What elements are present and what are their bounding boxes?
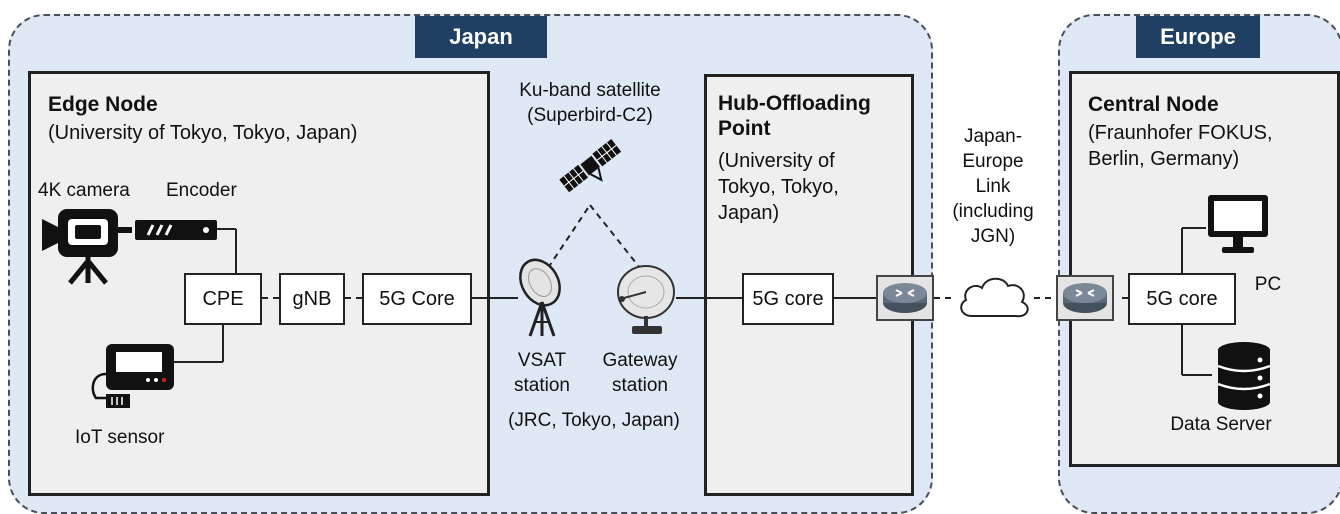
central-node-location: (Fraunhofer FOKUS, Berlin, Germany) xyxy=(1088,122,1273,170)
edge-5g-core-box: 5G Core xyxy=(362,273,472,325)
gateway-station-label: Gateway station xyxy=(602,350,678,396)
hub-node-location: (University of Tokyo, Tokyo, Japan) xyxy=(718,150,839,224)
satellite-gateway-dashed-line xyxy=(589,204,641,269)
encoder-icon xyxy=(135,220,217,240)
vsat-dish-icon xyxy=(519,258,561,337)
gnb-box: gNB xyxy=(279,273,345,325)
edge-node-location: (University of Tokyo, Tokyo, Japan) xyxy=(48,122,358,144)
vsat-station-label: VSAT station xyxy=(514,350,570,396)
connection-lines xyxy=(172,204,1212,376)
cpe-box: CPE xyxy=(184,273,262,325)
hub-5g-core-box: 5G core xyxy=(742,273,834,325)
satellite-location-label: (JRC, Tokyo, Japan) xyxy=(508,410,680,431)
network-cloud-icon xyxy=(960,277,1029,318)
edge-node-title: Edge Node xyxy=(48,93,158,116)
encoder-label: Encoder xyxy=(166,180,237,201)
hub-node-title: Hub-Offloading Point xyxy=(718,92,871,140)
gateway-dish-icon xyxy=(617,265,675,334)
central-router-icon xyxy=(1056,275,1114,321)
vsat-satellite-dashed-line xyxy=(547,204,591,269)
database-icon xyxy=(1217,342,1271,410)
central-node-box xyxy=(1069,71,1340,467)
central-node-title: Central Node xyxy=(1088,93,1219,116)
iot-sensor-icon xyxy=(91,344,174,408)
hub-router-icon xyxy=(876,275,934,321)
europe-region-label: Europe xyxy=(1136,16,1260,58)
japan-europe-link-label: Japan- Europe Link (including JGN) xyxy=(952,126,1034,247)
iot-sensor-label: IoT sensor xyxy=(75,427,165,448)
satellite-icon xyxy=(559,138,622,193)
japan-region-label: Japan xyxy=(415,16,547,58)
central-5g-core-box: 5G core xyxy=(1128,273,1236,325)
camera-label: 4K camera xyxy=(38,180,130,201)
pc-monitor-icon xyxy=(1208,195,1268,253)
pc-label: PC xyxy=(1254,274,1282,295)
satellite-label: Ku-band satellite (Superbird-C2) xyxy=(519,80,661,126)
camera-icon xyxy=(42,209,132,285)
data-server-label: Data Server xyxy=(1170,414,1272,435)
